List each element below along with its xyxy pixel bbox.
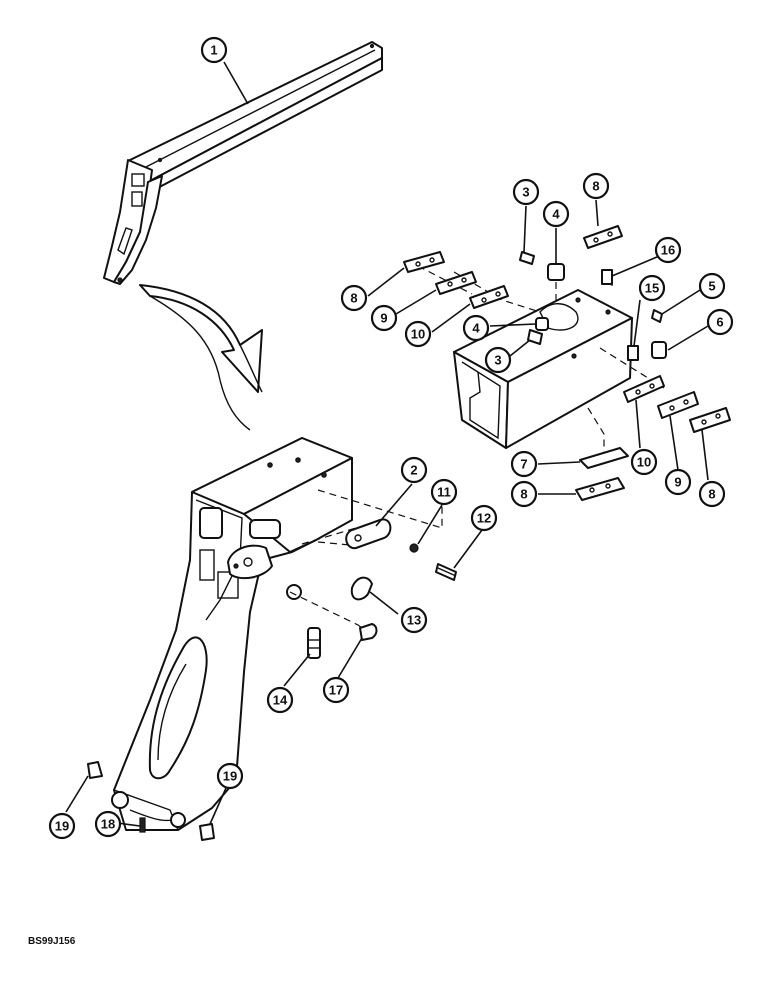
- svg-text:4: 4: [552, 207, 560, 222]
- callout-18: 18: [94, 810, 122, 838]
- svg-text:5: 5: [708, 279, 715, 294]
- callout-6: 6: [706, 308, 734, 336]
- shim-9-right: [657, 391, 699, 419]
- svg-text:7: 7: [520, 457, 527, 472]
- callout-3: 3: [512, 178, 540, 206]
- callout-15: 15: [638, 274, 666, 302]
- svg-text:6: 6: [716, 315, 723, 330]
- overview-frame-assembly: [103, 41, 383, 285]
- callout-8: 8: [582, 172, 610, 200]
- callout-10: 10: [630, 448, 658, 476]
- svg-text:9: 9: [674, 475, 681, 490]
- upright-arm: [111, 437, 353, 831]
- shim-plates: [403, 225, 731, 501]
- leader-lines: [65, 61, 709, 827]
- svg-text:13: 13: [407, 613, 421, 628]
- shim-10-right: [623, 375, 665, 403]
- svg-text:1: 1: [210, 43, 217, 58]
- svg-text:12: 12: [477, 511, 491, 526]
- callout-4: 4: [462, 314, 490, 342]
- svg-text:3: 3: [494, 353, 501, 368]
- transition-arrow: [139, 284, 263, 431]
- svg-text:10: 10: [411, 327, 425, 342]
- svg-text:8: 8: [350, 291, 357, 306]
- svg-text:9: 9: [380, 311, 387, 326]
- svg-text:17: 17: [329, 683, 343, 698]
- svg-text:14: 14: [273, 693, 288, 708]
- callout-12: 12: [470, 504, 498, 532]
- svg-text:19: 19: [223, 769, 237, 784]
- small-parts: [87, 251, 667, 841]
- callout-19: 19: [216, 762, 244, 790]
- callout-17: 17: [322, 676, 350, 704]
- callout-13: 13: [400, 606, 428, 634]
- shim-8-right: [689, 407, 731, 433]
- svg-text:3: 3: [522, 185, 529, 200]
- callout-8: 8: [698, 480, 726, 508]
- shim-8-top: [583, 225, 623, 249]
- svg-text:4: 4: [472, 321, 480, 336]
- callout-7: 7: [510, 450, 538, 478]
- callout-11: 11: [430, 478, 458, 506]
- callout-5: 5: [698, 272, 726, 300]
- svg-text:2: 2: [410, 463, 417, 478]
- shim-8-bottom: [575, 477, 625, 501]
- link-plate: [345, 518, 392, 550]
- svg-text:8: 8: [592, 179, 599, 194]
- shim-7: [579, 447, 629, 469]
- callout-16: 16: [654, 236, 682, 264]
- svg-text:18: 18: [101, 817, 115, 832]
- callout-1: 1: [200, 36, 228, 64]
- svg-text:8: 8: [708, 487, 715, 502]
- svg-text:8: 8: [520, 487, 527, 502]
- callout-2: 2: [400, 456, 428, 484]
- svg-text:15: 15: [645, 281, 659, 296]
- callout-9: 9: [664, 468, 692, 496]
- pivot-plate: [227, 544, 302, 600]
- callout-9: 9: [370, 304, 398, 332]
- svg-text:19: 19: [55, 819, 69, 834]
- svg-text:11: 11: [437, 485, 451, 500]
- shim-9-left: [435, 271, 477, 295]
- svg-text:10: 10: [637, 455, 651, 470]
- figure-reference-code: BS99J156: [28, 936, 76, 947]
- callout-4: 4: [542, 200, 570, 228]
- callout-10: 10: [404, 320, 432, 348]
- callout-8: 8: [510, 480, 538, 508]
- tube-frame: [453, 289, 633, 449]
- callout-19: 19: [48, 812, 76, 840]
- callout-3: 3: [484, 346, 512, 374]
- callout-8: 8: [340, 284, 368, 312]
- shim-8-left: [403, 251, 445, 273]
- svg-text:16: 16: [661, 243, 675, 258]
- shim-10-left: [469, 285, 509, 309]
- callout-14: 14: [266, 686, 294, 714]
